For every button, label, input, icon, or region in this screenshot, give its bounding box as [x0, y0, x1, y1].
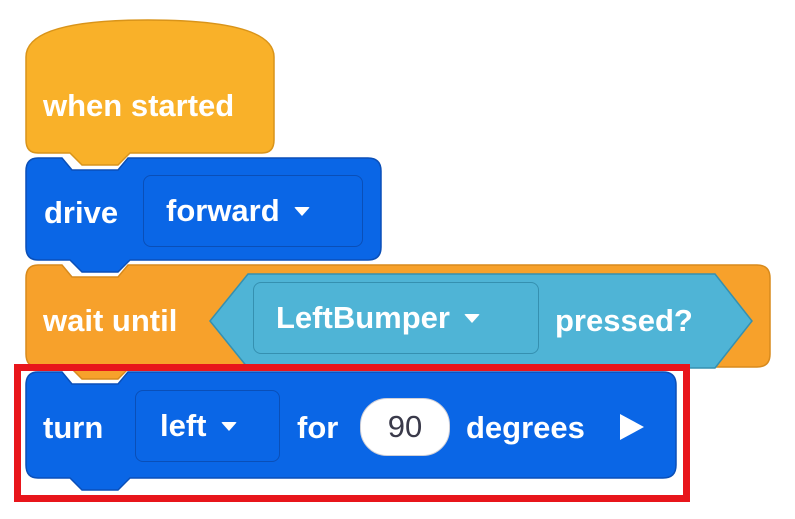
sensor-dropdown[interactable]: LeftBumper: [253, 282, 539, 354]
when-started-block[interactable]: [25, 19, 275, 166]
degrees-label: degrees: [466, 410, 585, 445]
chevron-down-icon: [293, 206, 310, 216]
for-label: for: [297, 410, 339, 445]
turn-label: turn: [43, 410, 104, 445]
play-icon[interactable]: [620, 414, 644, 440]
drive-direction-dropdown[interactable]: forward: [143, 175, 363, 247]
drive-direction-value: forward: [166, 193, 280, 228]
drive-label: drive: [44, 195, 119, 230]
turn-direction-value: left: [160, 408, 207, 443]
pressed-label: pressed?: [555, 303, 693, 338]
wait-until-label: wait until: [43, 303, 178, 338]
sensor-value: LeftBumper: [276, 300, 450, 335]
highlight-box: [14, 364, 690, 502]
when-started-label: when started: [43, 88, 235, 123]
degrees-value: 90: [387, 409, 423, 444]
degrees-input[interactable]: 90: [360, 398, 450, 456]
chevron-down-icon: [220, 421, 237, 431]
turn-direction-dropdown[interactable]: left: [135, 390, 280, 462]
chevron-down-icon: [463, 313, 480, 323]
